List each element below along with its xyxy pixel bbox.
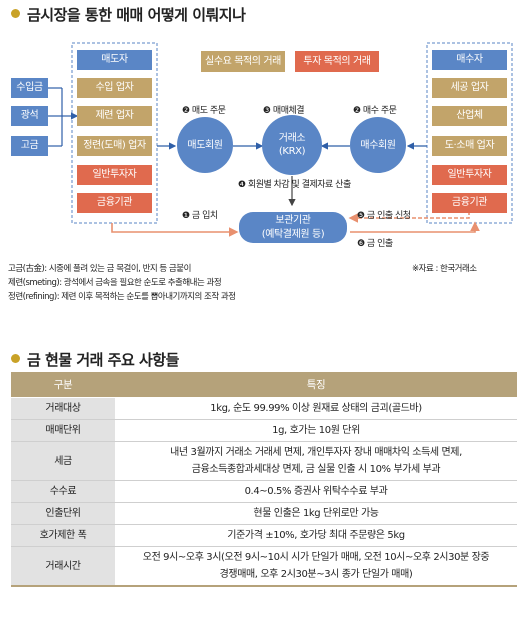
exchange-code: (KRX) bbox=[278, 146, 306, 157]
row-value-line: 내년 3월까지 거래소 거래세 면제, 개인투자자 장내 매매차익 소득세 면제… bbox=[170, 447, 462, 458]
custody-box: 보관기관 (예탁결제원 등) bbox=[239, 212, 347, 243]
sell-member-circle: 매도회원 bbox=[177, 117, 233, 173]
step-withdraw-request: ❺ 금 인출 신청 bbox=[357, 211, 411, 221]
seller-importer: 수입 업자 bbox=[77, 78, 152, 98]
section-bullet-icon bbox=[11, 9, 20, 18]
row-value: 1kg, 순도 99.99% 이상 원재료 상태의 금괴(골드바) bbox=[115, 397, 517, 420]
table-header-category: 구분 bbox=[11, 372, 115, 398]
step-buy-order: ❷ 매수 주문 bbox=[353, 106, 397, 116]
section-bullet-icon bbox=[11, 354, 20, 363]
custody-detail: (예탁결제원 등) bbox=[261, 228, 325, 240]
seller-individual-investor: 일반투자자 bbox=[77, 165, 152, 185]
source-note: ※자료 : 한국거래소 bbox=[412, 264, 477, 274]
row-key: 매매단위 bbox=[11, 419, 115, 442]
legend-real-demand: 실수요 목적의 거래 bbox=[201, 51, 285, 72]
input-old-gold: 고금 bbox=[11, 136, 48, 156]
row-value: 오전 9시~오후 3시(오전 9시~10시 시가 단일가 매매, 오전 10시~… bbox=[115, 546, 517, 587]
row-key: 거래대상 bbox=[11, 397, 115, 420]
row-key: 호가제한 폭 bbox=[11, 524, 115, 547]
row-value-line: 경쟁매매, 오후 2시30분~3시 종가 단일가 매매) bbox=[219, 569, 413, 580]
buyer-financial-institution: 금융기관 bbox=[432, 193, 507, 213]
buyer-industry: 산업체 bbox=[432, 106, 507, 126]
legend-investment: 투자 목적의 거래 bbox=[295, 51, 379, 72]
step-gold-deposit: ❶ 금 입치 bbox=[182, 211, 218, 221]
step-trade-match: ❸ 매매체결 bbox=[263, 106, 305, 116]
input-imported-gold: 수입금 bbox=[11, 78, 48, 98]
seller-header: 매도자 bbox=[77, 50, 152, 70]
table-row: 세금 내년 3월까지 거래소 거래세 면제, 개인투자자 장내 매매차익 소득세… bbox=[11, 441, 517, 481]
buyer-retailer: 도·소매 업자 bbox=[432, 136, 507, 156]
step-settlement: ❹ 회원별 차감 및 결제자료 산출 bbox=[238, 180, 351, 190]
note-refining: 정련(refining): 제련 이후 목적하는 순도를 뽑아내기까지의 조작 … bbox=[8, 292, 236, 302]
row-key: 거래시간 bbox=[11, 546, 115, 587]
row-value-line: 오전 9시~오후 3시(오전 9시~10시 시가 단일가 매매, 오전 10시~… bbox=[142, 552, 490, 563]
seller-financial-institution: 금융기관 bbox=[77, 193, 152, 213]
row-value: 현물 인출은 1kg 단위로만 가능 bbox=[115, 502, 517, 525]
buy-member-circle: 매수회원 bbox=[350, 117, 406, 173]
table-row: 인출단위 현물 인출은 1kg 단위로만 가능 bbox=[11, 502, 517, 525]
exchange-circle: 거래소 (KRX) bbox=[262, 115, 322, 175]
step-sell-order: ❷ 매도 주문 bbox=[182, 106, 226, 116]
exchange-name: 거래소 bbox=[278, 133, 306, 144]
note-smelting: 제련(smeting): 광석에서 금속을 필요한 순도로 추출해내는 과정 bbox=[8, 278, 222, 288]
table-row: 거래대상 1kg, 순도 99.99% 이상 원재료 상태의 금괴(골드바) bbox=[11, 397, 517, 420]
row-value: 0.4~0.5% 증권사 위탁수수료 부과 bbox=[115, 480, 517, 503]
section-title-table: 금 현물 거래 주요 사항들 bbox=[27, 351, 179, 369]
section-title-flow: 금시장을 통한 매매 어떻게 이뤄지나 bbox=[27, 6, 246, 24]
seller-smelter: 제련 업자 bbox=[77, 106, 152, 126]
buyer-individual-investor: 일반투자자 bbox=[432, 165, 507, 185]
note-old-gold: 고금(古金): 시중에 풀려 있는 금 목걸이, 반지 등 금붙이 bbox=[8, 264, 191, 274]
row-value: 내년 3월까지 거래소 거래세 면제, 개인투자자 장내 매매차익 소득세 면제… bbox=[115, 441, 517, 481]
buyer-craftsman: 세공 업자 bbox=[432, 78, 507, 98]
row-key: 세금 bbox=[11, 441, 115, 481]
table-row: 매매단위 1g, 호가는 10원 단위 bbox=[11, 419, 517, 442]
row-key: 수수료 bbox=[11, 480, 115, 503]
input-ore: 광석 bbox=[11, 106, 48, 126]
row-value: 1g, 호가는 10원 단위 bbox=[115, 419, 517, 442]
table-header-row: 구분 특징 bbox=[11, 372, 517, 398]
custody-name: 보관기관 bbox=[275, 214, 311, 226]
table-header-feature: 특징 bbox=[115, 372, 517, 398]
row-value: 기준가격 ±10%, 호가당 최대 주문량은 5kg bbox=[115, 524, 517, 547]
table-row: 호가제한 폭 기준가격 ±10%, 호가당 최대 주문량은 5kg bbox=[11, 524, 517, 547]
buyer-header: 매수자 bbox=[432, 50, 507, 70]
row-key: 인출단위 bbox=[11, 502, 115, 525]
step-gold-withdrawal: ❻ 금 인출 bbox=[357, 239, 393, 249]
table-row: 거래시간 오전 9시~오후 3시(오전 9시~10시 시가 단일가 매매, 오전… bbox=[11, 546, 517, 587]
table-row: 수수료 0.4~0.5% 증권사 위탁수수료 부과 bbox=[11, 480, 517, 503]
spot-gold-table: 구분 특징 거래대상 1kg, 순도 99.99% 이상 원재료 상태의 금괴(… bbox=[11, 372, 517, 587]
diagram-connectors bbox=[48, 42, 513, 237]
row-value-line: 금융소득종합과세대상 면제, 금 실물 인출 시 10% 부가세 부과 bbox=[191, 464, 441, 475]
seller-refiner: 정련(도매) 업자 bbox=[77, 136, 152, 156]
